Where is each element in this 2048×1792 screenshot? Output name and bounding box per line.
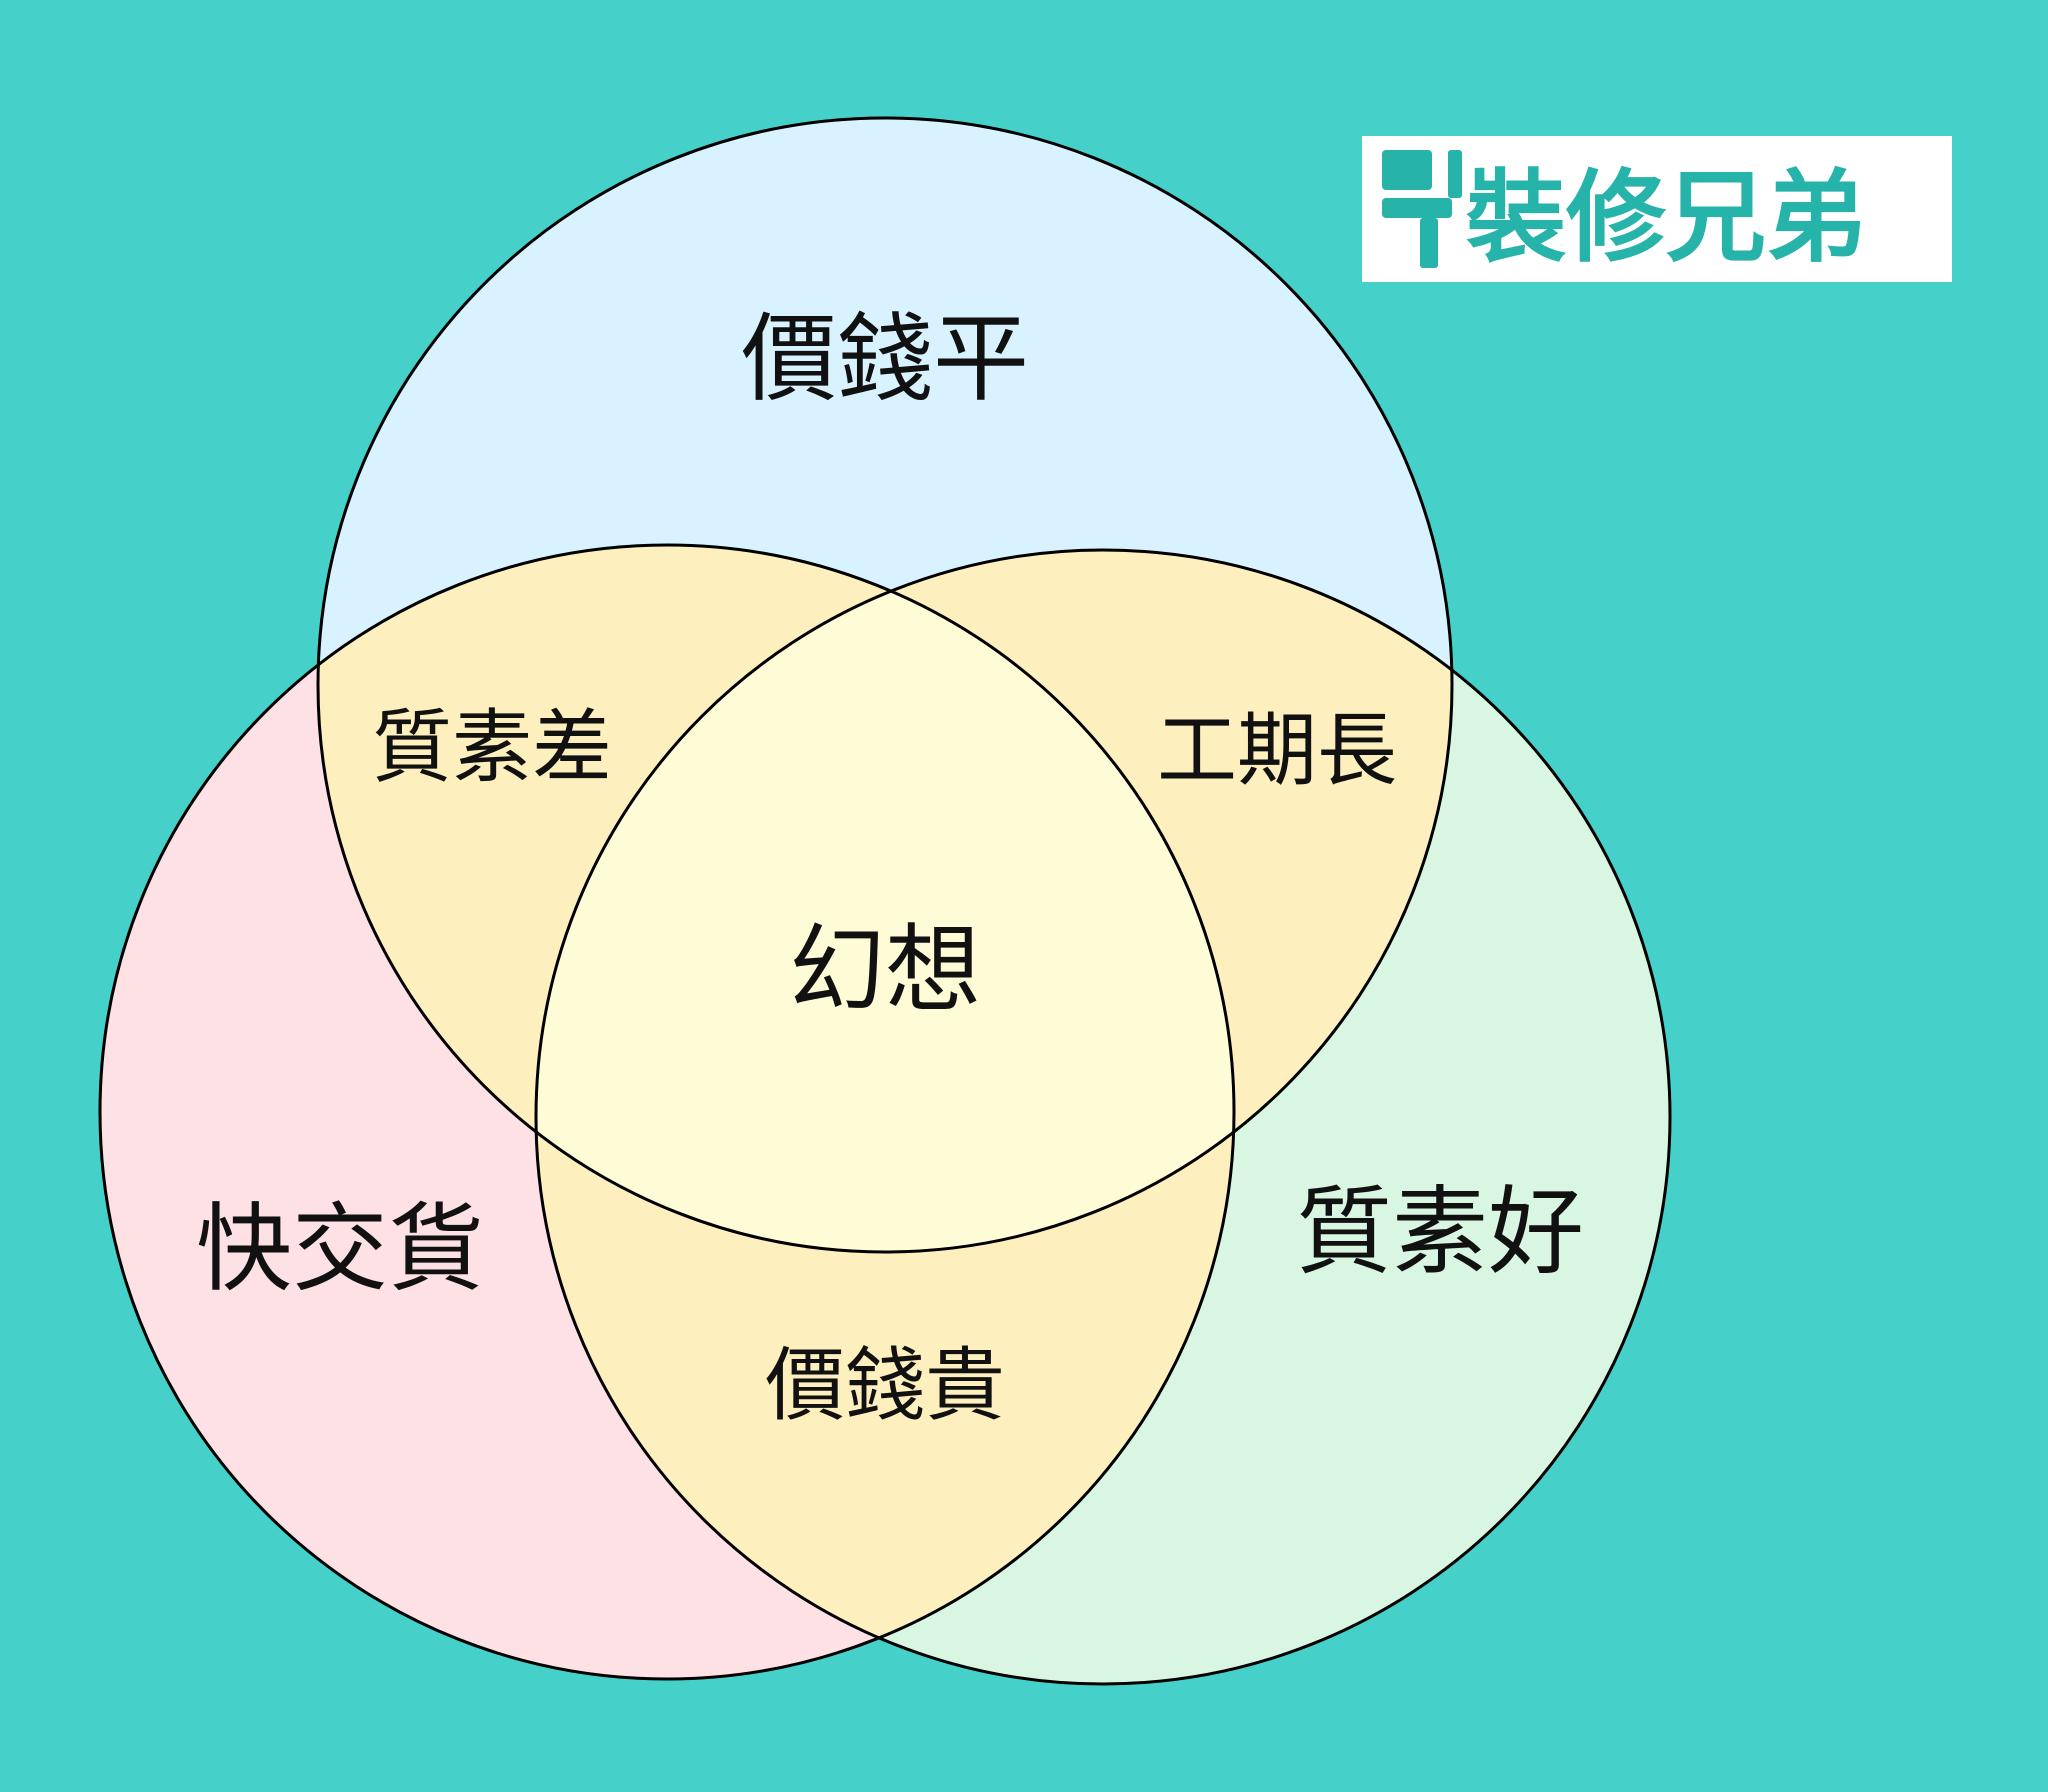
label-overlap-left-right: 價錢貴: [765, 1339, 1005, 1432]
overlap-center-fill: [536, 550, 1234, 1252]
label-left-circle: 快交貨: [196, 1193, 484, 1305]
label-overlap-top-right: 工期長: [1157, 704, 1397, 797]
label-right-circle: 質素好: [1296, 1176, 1584, 1288]
label-center: 幻想: [789, 914, 981, 1026]
circle-right-outline: [534, 548, 1672, 1686]
label-top-circle: 價錢平: [741, 303, 1029, 415]
brand-name: 裝修兄弟: [1466, 159, 1866, 276]
brand-logo: 裝修兄弟: [1362, 136, 1952, 282]
circle-left-outline: [98, 543, 1236, 1681]
paint-roller-icon: [1382, 150, 1462, 268]
circle-top-outline: [316, 116, 1454, 1254]
label-overlap-top-left: 質素差: [372, 701, 612, 794]
